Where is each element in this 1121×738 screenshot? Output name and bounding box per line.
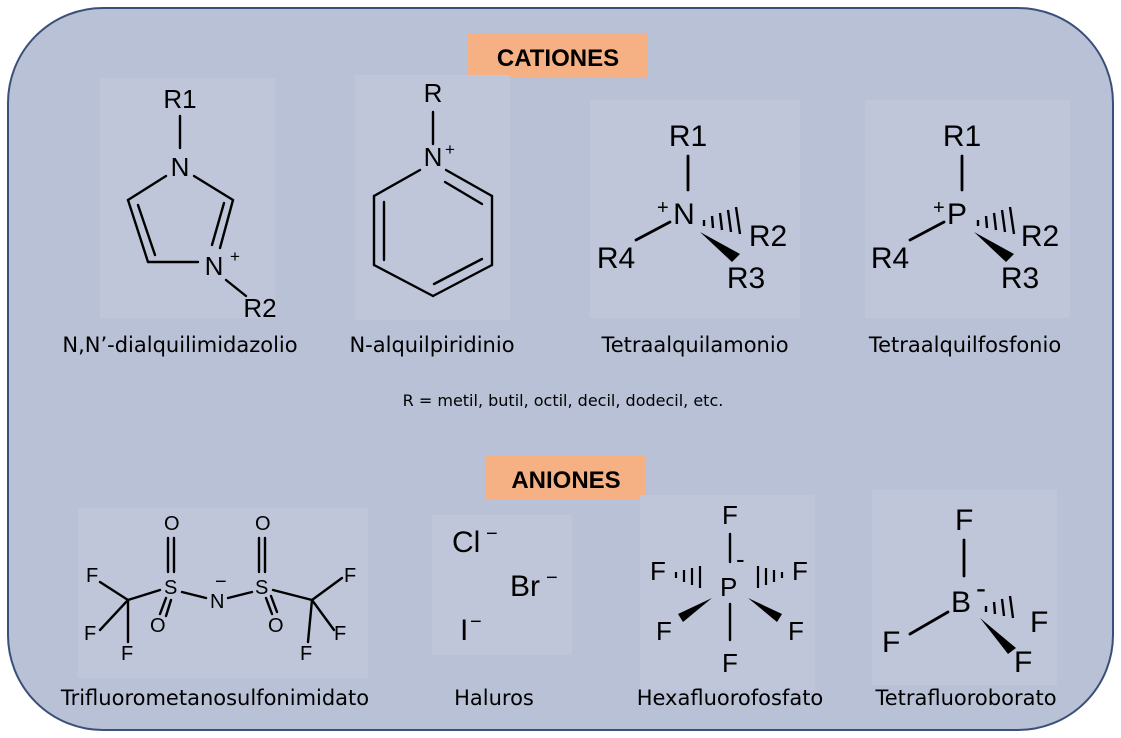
pyridinium-n: N xyxy=(424,142,443,172)
tetrafluoroborate-structure: F B - F F F xyxy=(872,490,1057,685)
ammonium-charge: + xyxy=(657,197,669,219)
svg-text:F: F xyxy=(334,623,346,645)
svg-text:F: F xyxy=(1014,646,1032,679)
phosphonium-r1: R1 xyxy=(943,120,981,153)
hexafluorophosphate-structure: F - P F F F F F xyxy=(640,495,815,690)
pyridinium-structure: R N + xyxy=(355,75,510,320)
caption-hexafluorophosphate: Hexafluorofosfato xyxy=(637,686,824,710)
ammonium-n: N xyxy=(673,198,695,231)
svg-text:F: F xyxy=(84,623,96,645)
tfsi-s-right: S xyxy=(255,577,268,599)
svg-text:F: F xyxy=(121,643,133,665)
tfsi-structure: F F F S O O N − S O O F F F xyxy=(78,508,368,678)
svg-text:F: F xyxy=(300,643,312,665)
caption-halides: Haluros xyxy=(454,686,534,710)
caption-tetrafluoroborate: Tetrafluoroborato xyxy=(874,686,1056,710)
halide-cl: Cl xyxy=(452,526,480,559)
phosphonium-r3: R3 xyxy=(1001,262,1039,295)
svg-text:O: O xyxy=(164,513,180,535)
cations-header: CATIONES xyxy=(497,45,619,72)
svg-text:−: − xyxy=(486,523,498,545)
anions-header: ANIONES xyxy=(511,467,620,494)
r-substituent-note: R = metil, butil, octil, decil, dodecil,… xyxy=(403,391,724,410)
halides-structure: Cl − Br − I − xyxy=(432,515,572,655)
halide-br: Br xyxy=(510,570,540,603)
svg-text:F: F xyxy=(722,648,738,678)
caption-ammonium: Tetraalquilamonio xyxy=(600,333,788,357)
svg-text:F: F xyxy=(86,565,98,587)
pf6-p: P xyxy=(720,572,737,602)
anions-header-box xyxy=(486,456,646,500)
ammonium-structure: R1 + N R4 R2 R3 xyxy=(590,100,800,318)
svg-text:F: F xyxy=(344,565,356,587)
phosphonium-structure: R1 + P R4 R2 R3 xyxy=(865,100,1070,318)
ammonium-r2: R2 xyxy=(749,220,787,253)
svg-text:F: F xyxy=(955,504,973,537)
tfsi-n: N xyxy=(210,591,224,613)
svg-text:F: F xyxy=(788,616,804,646)
pf6-charge: - xyxy=(736,544,745,574)
imidazolium-structure: R1 N N + R2 xyxy=(100,78,277,323)
cations-header-box xyxy=(468,34,648,78)
svg-text:F: F xyxy=(656,616,672,646)
ammonium-r3: R3 xyxy=(727,262,765,295)
svg-text:O: O xyxy=(268,615,284,637)
phosphonium-p: P xyxy=(947,198,967,231)
ammonium-r4: R4 xyxy=(597,242,635,275)
halide-i: I xyxy=(460,614,468,647)
caption-tfsi: Trifluorometanosulfonimidato xyxy=(60,686,369,710)
tfsi-s-left: S xyxy=(164,577,177,599)
imidazolium-r2: R2 xyxy=(243,293,276,323)
ammonium-r1: R1 xyxy=(669,120,707,153)
imidazolium-n1: N xyxy=(171,152,190,182)
caption-phosphonium: Tetraalquilfosfonio xyxy=(868,333,1061,357)
svg-text:O: O xyxy=(255,513,271,535)
bf4-charge: - xyxy=(976,572,986,605)
svg-text:F: F xyxy=(1030,606,1048,639)
caption-imidazolium: N,N’-dialquilimidazolio xyxy=(62,333,297,357)
svg-text:F: F xyxy=(722,500,738,530)
pyridinium-r: R xyxy=(424,78,443,108)
imidazolium-r1: R1 xyxy=(163,84,196,114)
tfsi-charge: − xyxy=(215,571,227,593)
svg-text:−: − xyxy=(470,611,482,633)
svg-text:−: − xyxy=(546,567,558,589)
svg-text:F: F xyxy=(882,626,900,659)
svg-text:F: F xyxy=(650,556,666,586)
imidazolium-charge: + xyxy=(230,247,240,266)
imidazolium-n3: N xyxy=(205,251,224,281)
phosphonium-charge: + xyxy=(933,197,945,219)
pyridinium-charge: + xyxy=(445,140,455,159)
svg-text:F: F xyxy=(792,556,808,586)
caption-pyridinium: N-alquilpiridinio xyxy=(349,333,514,357)
svg-text:O: O xyxy=(150,615,166,637)
phosphonium-r2: R2 xyxy=(1021,220,1059,253)
bf4-b: B xyxy=(951,586,971,619)
phosphonium-r4: R4 xyxy=(871,242,909,275)
